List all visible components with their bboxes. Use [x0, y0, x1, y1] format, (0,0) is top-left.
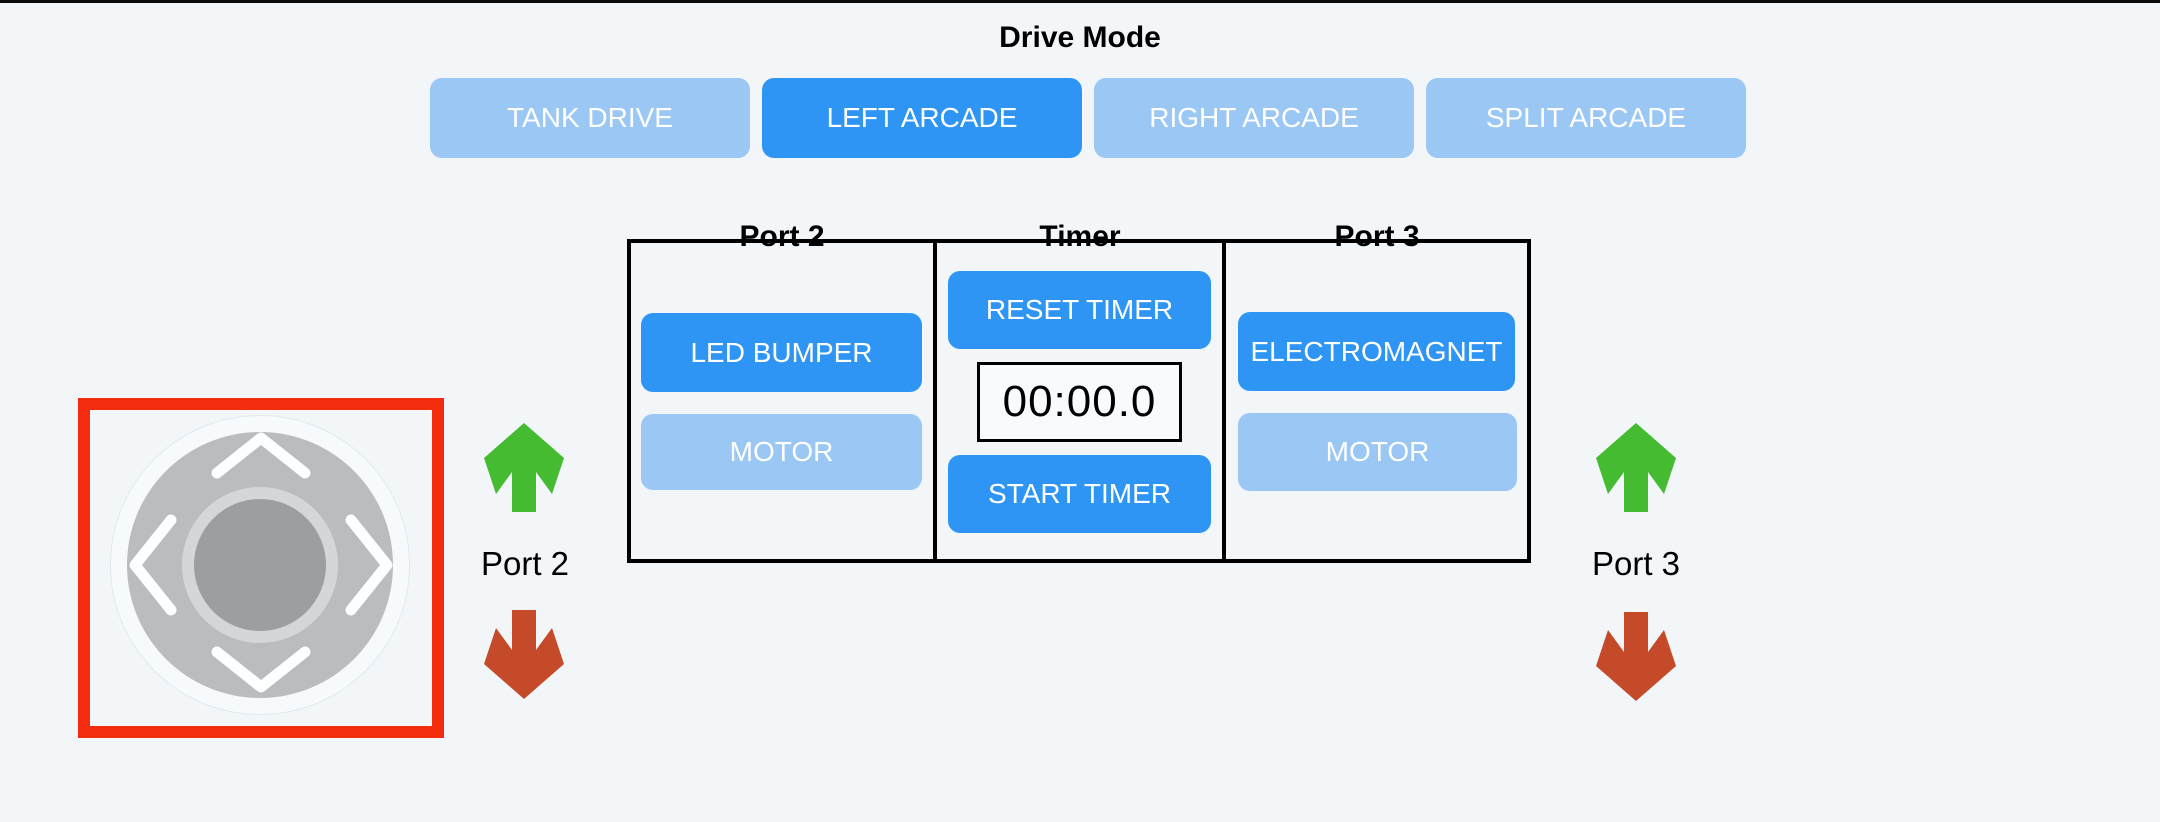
port3-motor-button[interactable]: MOTOR — [1238, 413, 1517, 491]
top-border-line — [0, 0, 2160, 3]
timer-column-header: Timer — [1039, 220, 1121, 253]
right-arcade-button[interactable]: RIGHT ARCADE — [1094, 78, 1414, 158]
chevron-right-icon — [345, 514, 393, 616]
green-up-arrow-icon-port3 — [1596, 423, 1676, 513]
port3-column: ELECTROMAGNET MOTOR — [1226, 243, 1527, 559]
joystick-base[interactable] — [110, 415, 410, 715]
left-arcade-button[interactable]: LEFT ARCADE — [762, 78, 1082, 158]
port2-motor-button[interactable]: MOTOR — [641, 414, 922, 490]
timer-display: 00:00.0 — [977, 362, 1182, 442]
chevron-down-icon — [211, 646, 311, 693]
port3-side-label: Port 3 — [1591, 545, 1681, 582]
joystick-knob[interactable] — [194, 499, 326, 631]
port2-side-label: Port 2 — [480, 545, 570, 582]
led-bumper-button[interactable]: LED BUMPER — [641, 313, 922, 392]
drive-mode-button-row: TANK DRIVE LEFT ARCADE RIGHT ARCADE SPLI… — [430, 78, 1746, 158]
port3-column-header: Port 3 — [1334, 220, 1420, 253]
reset-timer-button[interactable]: RESET TIMER — [948, 271, 1211, 349]
joystick-chevrons — [129, 432, 393, 693]
port2-column-header: Port 2 — [739, 220, 825, 253]
joystick-selection-box[interactable] — [78, 398, 444, 738]
drive-mode-title: Drive Mode — [999, 21, 1161, 54]
chevron-up-icon — [211, 432, 311, 479]
port2-column: LED BUMPER MOTOR — [631, 243, 933, 559]
column-divider — [1222, 243, 1226, 559]
start-timer-button[interactable]: START TIMER — [948, 455, 1211, 533]
split-arcade-button[interactable]: SPLIT ARCADE — [1426, 78, 1746, 158]
tank-drive-button[interactable]: TANK DRIVE — [430, 78, 750, 158]
column-divider — [933, 243, 937, 559]
timer-column: RESET TIMER 00:00.0 START TIMER — [937, 243, 1222, 559]
red-down-arrow-icon-port3 — [1596, 611, 1676, 701]
electromagnet-button[interactable]: ELECTROMAGNET — [1238, 312, 1515, 391]
control-panel-table: LED BUMPER MOTOR RESET TIMER 00:00.0 STA… — [627, 239, 1531, 563]
green-up-arrow-icon-port2 — [484, 423, 564, 513]
chevron-left-icon — [129, 514, 177, 616]
red-down-arrow-icon-port2 — [484, 609, 564, 699]
